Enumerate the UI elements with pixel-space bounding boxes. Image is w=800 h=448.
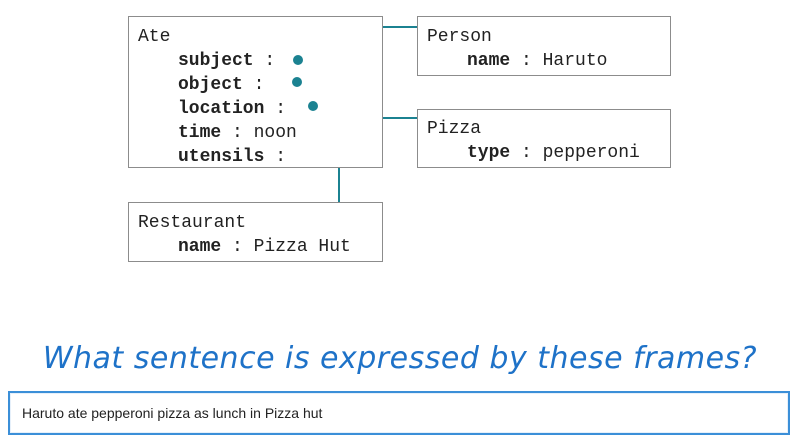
subject-dot <box>293 55 303 65</box>
restaurant-frame: Restaurant name : Pizza Hut <box>128 202 383 262</box>
object-dot <box>292 77 302 87</box>
person-frame: Person name : Haruto <box>417 16 671 76</box>
person-frame-title: Person <box>427 27 492 47</box>
slot-name: object <box>178 75 243 95</box>
slot-object: object : <box>178 75 276 95</box>
slot-location: location : <box>178 99 297 119</box>
slot-value: Pizza Hut <box>253 237 351 257</box>
slot-name: name <box>178 237 222 257</box>
slot-value: Haruto <box>542 51 608 71</box>
slot-name: utensils <box>178 147 265 167</box>
slot-name-field: name : Pizza Hut <box>178 237 351 257</box>
slot-type: type : pepperoni <box>467 143 640 163</box>
slot-name: type <box>467 143 511 163</box>
location-dot <box>308 101 318 111</box>
slot-name: time <box>178 123 222 143</box>
slot-name: name <box>467 51 511 71</box>
question-heading: What sentence is expressed by these fram… <box>42 341 758 376</box>
ate-frame-title: Ate <box>138 27 171 47</box>
slot-time: time : noon <box>178 123 297 143</box>
pizza-frame: Pizza type : pepperoni <box>417 109 671 168</box>
ate-frame: Ate subject : object : location : time :… <box>128 16 383 168</box>
slot-name-field: name : Haruto <box>467 51 608 71</box>
slot-value: noon <box>253 123 297 143</box>
pizza-frame-title: Pizza <box>427 119 482 139</box>
slot-name: subject <box>178 51 254 71</box>
restaurant-frame-title: Restaurant <box>138 213 247 233</box>
slot-utensils: utensils : <box>178 147 297 167</box>
slot-subject: subject : <box>178 51 287 71</box>
answer-box[interactable] <box>8 391 790 435</box>
answer-input[interactable] <box>22 393 772 433</box>
slot-name: location <box>178 99 265 119</box>
slot-value: pepperoni <box>542 143 640 163</box>
